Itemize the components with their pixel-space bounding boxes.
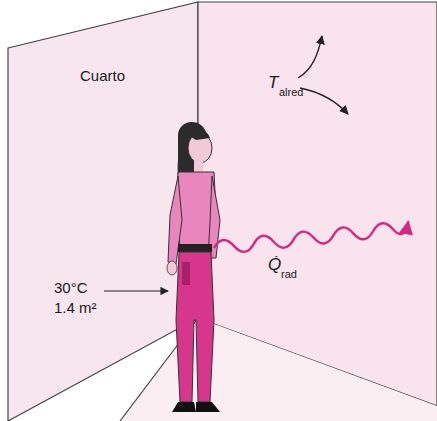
subscript-label: rad (281, 268, 297, 280)
person-figure (167, 122, 220, 412)
surroundings-arrow (300, 88, 348, 114)
temperature-label: 30°C (54, 280, 88, 297)
area-label: 1.4 m² (54, 300, 97, 317)
subscript-label: alred (279, 86, 303, 98)
symbol-label: T (268, 74, 278, 93)
room-label: Cuarto (80, 68, 125, 85)
radiation-wave (213, 221, 409, 255)
surroundings-arrow (298, 36, 322, 78)
symbol-label: Q̇ (268, 256, 281, 275)
leader-line (104, 290, 168, 291)
floor (120, 318, 437, 421)
